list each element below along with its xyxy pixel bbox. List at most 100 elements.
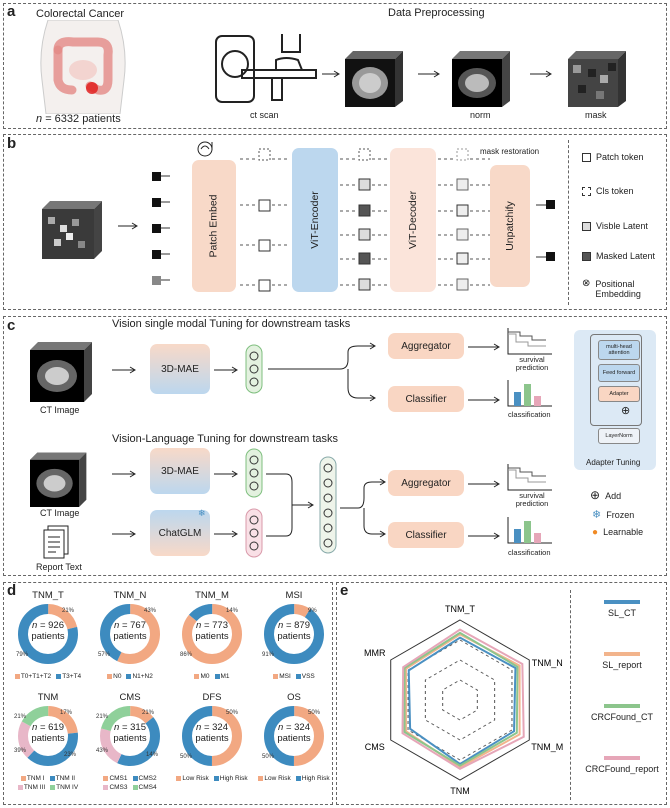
donut-legend-item: MSI	[273, 673, 291, 680]
chatglm-block: ChatGLM	[150, 510, 210, 556]
donut-percentage: 17%	[60, 710, 73, 716]
adapter-layernorm-label: LayerNorm	[605, 433, 633, 439]
donut-legend-item: TNM I	[20, 775, 45, 782]
donut-slice	[264, 706, 324, 766]
n-symbol: n	[36, 113, 43, 125]
radar-series-crcfound-report	[401, 628, 525, 770]
arrow-c-6	[112, 530, 136, 538]
panel-c-label: c	[7, 317, 16, 334]
radar-legend-item: CRCFound_report	[578, 756, 666, 774]
donut-legend-item: CMS1	[103, 775, 128, 782]
ct-image-label-top: CT Image	[40, 405, 80, 415]
report-text-label: Report Text	[36, 562, 82, 572]
classification-bars-icon-bottom	[507, 517, 552, 544]
legend-patch-token: Patch token	[582, 152, 644, 162]
arrow-c-2	[214, 366, 238, 374]
panel-e	[336, 582, 667, 805]
radar-legend-label: CRCFound_CT	[590, 712, 654, 722]
legend-add: ⊕ Add	[590, 488, 621, 502]
donut-slice	[100, 706, 160, 766]
donut-legend-item: T3+T4	[56, 673, 81, 680]
positional-embedding-icon	[197, 141, 213, 157]
panel-a-label: a	[7, 3, 16, 20]
donut-percentage: 9%	[308, 608, 317, 614]
legend-masked-latent: Masked Latent	[582, 251, 655, 261]
radar-legend-label: SL_report	[602, 660, 642, 670]
donut-ring	[264, 706, 324, 766]
frozen-legend-icon: ❄	[592, 509, 602, 521]
donut-slice	[182, 706, 242, 766]
fused-feature-vector	[319, 456, 337, 554]
donut-legend-item: M1	[214, 673, 230, 680]
radar-legend-item: SL_report	[578, 652, 666, 670]
adapter-feed-forward-label: Feed forward	[602, 370, 636, 376]
feature-vector-top	[245, 344, 263, 394]
donut-slice	[100, 706, 160, 766]
flame-icon: ●	[592, 527, 599, 538]
donut-slice	[100, 706, 160, 766]
donut-ring	[18, 604, 78, 664]
donut-title: MSI	[285, 590, 303, 601]
donut-title: TNM_N	[113, 590, 147, 601]
ct-volume-cube	[345, 51, 403, 107]
donut-legend-item: CMS3	[103, 784, 128, 791]
donut-percentage: 14%	[226, 608, 239, 614]
donut-legend-item: TNM III	[17, 784, 45, 791]
donut-percentage: 21%	[142, 710, 155, 716]
radar-legend-swatch	[604, 756, 640, 760]
mask-volume-cube	[568, 51, 626, 107]
donut-legend-item: M0	[194, 673, 210, 680]
donut-percentage: 39%	[14, 748, 27, 754]
feature-vector-image	[245, 448, 263, 498]
donut-title: DFS	[202, 692, 222, 703]
radar-series-sl-ct	[407, 636, 517, 766]
adapter-inner-frame	[590, 334, 642, 426]
patch-embed-block: Patch Embed	[192, 160, 236, 292]
step-mask: mask	[585, 110, 607, 120]
positional-embedding-legend-icon: ⊗	[582, 278, 591, 289]
donut-percentage: 23%	[64, 752, 77, 758]
donut-slice	[18, 706, 78, 766]
donut-title: TNM	[37, 692, 59, 703]
adapter-adapter-label: Adapter	[609, 391, 629, 397]
mae-label-bottom: 3D-MAE	[161, 465, 199, 477]
donut-slice	[100, 604, 160, 664]
legend-patch-token-label: Patch token	[596, 152, 644, 162]
legend-frozen: ❄ Frozen	[592, 508, 634, 521]
donut-legend: M0 M1	[174, 673, 250, 680]
vision-language-title: Vision-Language Tuning for downstream ta…	[112, 433, 339, 445]
donut-ring	[100, 604, 160, 664]
donut-ring	[18, 706, 78, 766]
aggregator-block-bottom: Aggregator	[388, 470, 464, 496]
legend-visible-latent-label: Visble Latent	[596, 221, 648, 231]
legend-positional-embedding-label: Positional Embedding	[595, 279, 641, 299]
donut-percentage: 91%	[262, 652, 275, 658]
vit-encoder-label: ViT-Encoder	[309, 191, 321, 249]
single-modal-title: Vision single modal Tuning for downstrea…	[112, 318, 351, 330]
donut-ring	[182, 706, 242, 766]
ct-image-cube-top	[30, 342, 92, 402]
donut-slice	[264, 604, 324, 664]
branch-lines-top	[268, 342, 376, 402]
panel-d-label: d	[7, 582, 17, 599]
donut-title: OS	[287, 692, 301, 703]
radar-grid-ring	[424, 659, 496, 741]
radar-legend-item: CRCFound_CT	[578, 704, 666, 722]
visible-latent-swatch	[582, 221, 591, 231]
aggregator-label-top: Aggregator	[401, 340, 451, 352]
donut-legend-item: Low Risk	[258, 775, 291, 782]
donut-ring	[100, 706, 160, 766]
arrow-c-7	[214, 470, 238, 478]
panel-b-label: b	[7, 135, 17, 152]
survival-curve-icon-top	[507, 328, 552, 355]
arrow-c-4	[468, 396, 500, 404]
patients-count-text: = 6332 patients	[45, 113, 121, 125]
patch-token-swatch	[582, 152, 591, 162]
